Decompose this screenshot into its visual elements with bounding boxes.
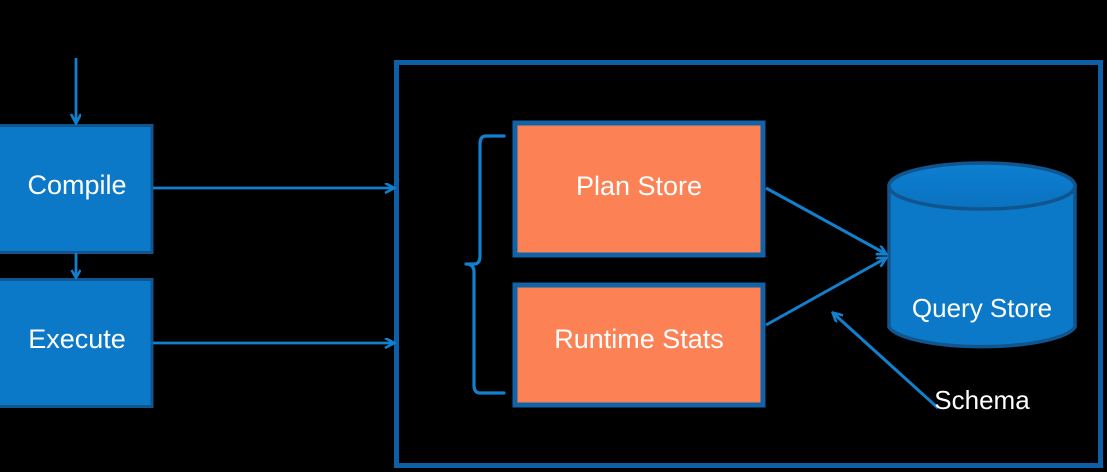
runtime-stats-box[interactable] bbox=[512, 282, 766, 408]
compile-box[interactable] bbox=[0, 124, 154, 254]
runtime-stats-to-schema-arrow bbox=[765, 258, 886, 327]
execute-box[interactable] bbox=[0, 278, 154, 408]
stores-bracket bbox=[464, 134, 506, 395]
plan-store-to-schema-arrow bbox=[765, 186, 886, 254]
external-to-schema-arrow bbox=[833, 313, 940, 410]
query-store-container bbox=[394, 60, 1103, 468]
query-store-schema-cylinder[interactable] bbox=[887, 161, 1077, 349]
plan-store-box[interactable] bbox=[512, 120, 766, 258]
